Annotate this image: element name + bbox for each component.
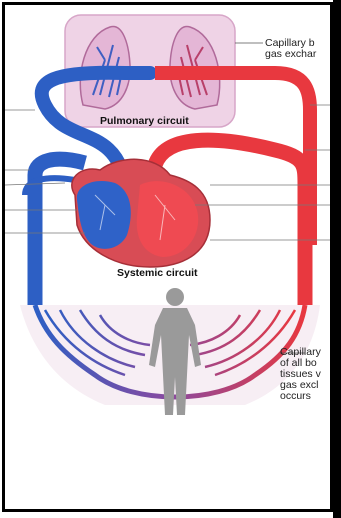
pulmonary-circuit-label: Pulmonary circuit xyxy=(100,115,189,127)
right-border-bar xyxy=(333,0,341,518)
capillary-body-label-line5: occurs xyxy=(280,391,311,402)
figure-frame: Pulmonary circuit Systemic circuit Capil… xyxy=(2,2,333,512)
heart xyxy=(72,159,210,267)
systemic-circuit-label: Systemic circuit xyxy=(117,267,198,279)
capillary-lungs-label-line2: gas exchar xyxy=(265,49,316,60)
circulation-diagram xyxy=(5,5,333,512)
